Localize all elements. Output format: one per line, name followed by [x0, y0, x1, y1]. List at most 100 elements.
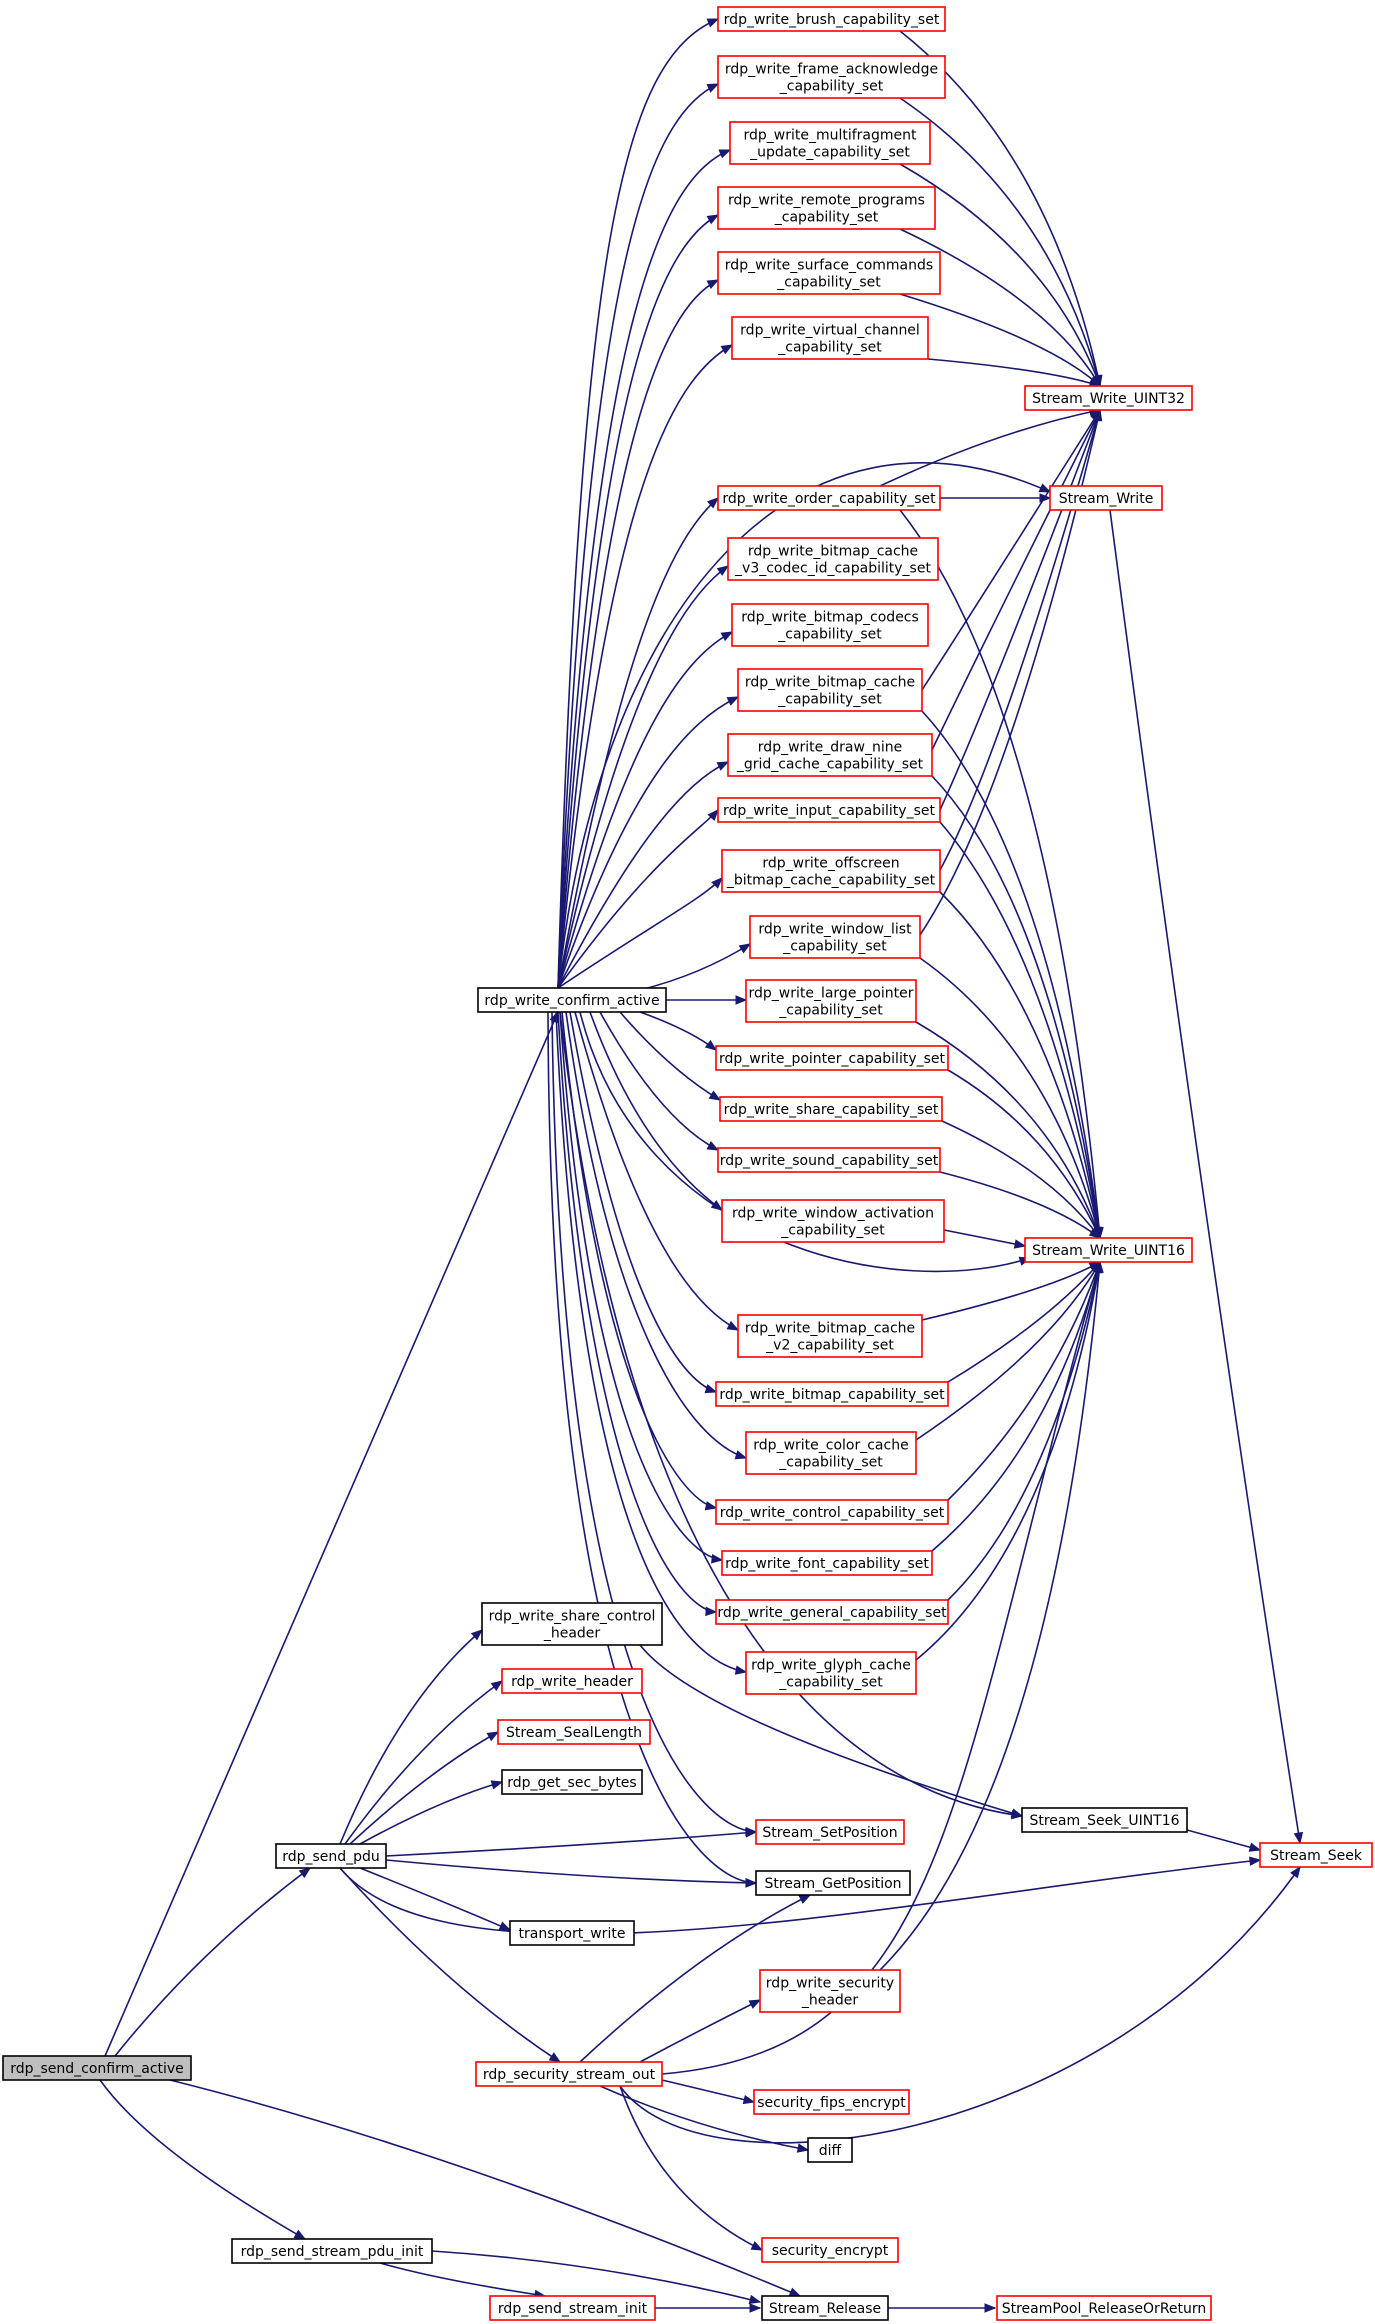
node-box[interactable] [719, 1096, 943, 1122]
node-box[interactable] [761, 2237, 899, 2263]
node-stream_pdu_init[interactable]: rdp_send_stream_pdu_init [231, 2238, 433, 2264]
node-sec_encrypt[interactable]: security_encrypt [761, 2237, 899, 2263]
node-box[interactable] [737, 668, 923, 712]
node-w_uint16[interactable]: Stream_Write_UINT16 [1024, 1237, 1193, 1263]
node-box[interactable] [721, 849, 941, 893]
node-font[interactable]: rdp_write_font_capability_set [721, 1550, 933, 1576]
node-remote_prog[interactable]: rdp_write_remote_programs_capability_set [717, 186, 936, 230]
node-box[interactable] [996, 2295, 1212, 2321]
node-box[interactable] [717, 186, 936, 230]
node-virtual_ch[interactable]: rdp_write_virtual_channel_capability_set [731, 316, 929, 360]
node-seek_uint16[interactable]: Stream_Seek_UINT16 [1021, 1807, 1188, 1833]
node-sound[interactable]: rdp_write_sound_capability_set [717, 1147, 941, 1173]
node-box[interactable] [721, 1199, 945, 1243]
node-frame_ack[interactable]: rdp_write_frame_acknowledge_capability_s… [717, 55, 946, 99]
node-control[interactable]: rdp_write_control_capability_set [715, 1499, 949, 1525]
node-box[interactable] [727, 733, 933, 777]
node-box[interactable] [1024, 385, 1193, 411]
node-root[interactable]: rdp_send_confirm_active [2, 2055, 192, 2081]
node-box[interactable] [745, 979, 917, 1023]
node-stream_release[interactable]: Stream_Release [761, 2295, 889, 2321]
node-bitmap[interactable]: rdp_write_bitmap_capability_set [715, 1381, 949, 1407]
node-bmp_v2[interactable]: rdp_write_bitmap_cache_v2_capability_set [737, 1314, 923, 1358]
node-glyph[interactable]: rdp_write_glyph_cache_capability_set [745, 1651, 917, 1695]
node-diff[interactable]: diff [807, 2137, 853, 2163]
node-sec_hdr[interactable]: rdp_write_security_header [759, 1969, 901, 2013]
node-general[interactable]: rdp_write_general_capability_set [715, 1599, 949, 1625]
node-send_stream_init[interactable]: rdp_send_stream_init [489, 2295, 656, 2321]
node-send_pdu[interactable]: rdp_send_pdu [275, 1843, 387, 1869]
node-nine_grid[interactable]: rdp_write_draw_nine_grid_cache_capabilit… [727, 733, 933, 777]
node-box[interactable] [717, 797, 941, 823]
node-box[interactable] [753, 2089, 910, 2115]
node-box[interactable] [729, 121, 931, 165]
node-order[interactable]: rdp_write_order_capability_set [717, 485, 941, 511]
node-box[interactable] [715, 1499, 949, 1525]
node-box[interactable] [275, 1843, 387, 1869]
node-box[interactable] [721, 1550, 933, 1576]
node-pool_release[interactable]: StreamPool_ReleaseOrReturn [996, 2295, 1212, 2321]
node-box[interactable] [727, 537, 939, 581]
node-box[interactable] [509, 1920, 635, 1946]
node-box[interactable] [737, 1314, 923, 1358]
node-box[interactable] [231, 2238, 433, 2264]
node-box[interactable] [715, 1045, 949, 1071]
node-box[interactable] [749, 915, 921, 959]
node-box[interactable] [501, 1769, 643, 1795]
node-bmp_v3[interactable]: rdp_write_bitmap_cache_v3_codec_id_capab… [727, 537, 939, 581]
node-fips[interactable]: security_fips_encrypt [753, 2089, 910, 2115]
node-multifrag[interactable]: rdp_write_multifragment_update_capabilit… [729, 121, 931, 165]
node-w_uint32[interactable]: Stream_Write_UINT32 [1024, 385, 1193, 411]
node-box[interactable] [731, 603, 929, 647]
node-box[interactable] [717, 55, 946, 99]
node-box[interactable] [717, 485, 941, 511]
node-box[interactable] [745, 1431, 917, 1475]
node-set_position[interactable]: Stream_SetPosition [755, 1819, 905, 1845]
node-share_ctrl_hdr[interactable]: rdp_write_share_control_header [481, 1602, 663, 1646]
node-box[interactable] [755, 1870, 911, 1896]
node-bmp_codecs[interactable]: rdp_write_bitmap_codecs_capability_set [731, 603, 929, 647]
node-box[interactable] [717, 251, 941, 295]
node-box[interactable] [745, 1651, 917, 1695]
node-pointer[interactable]: rdp_write_pointer_capability_set [715, 1045, 949, 1071]
node-seal_length[interactable]: Stream_SealLength [497, 1719, 651, 1745]
node-transport_write[interactable]: transport_write [509, 1920, 635, 1946]
node-get_position[interactable]: Stream_GetPosition [755, 1870, 911, 1896]
node-box[interactable] [715, 1599, 949, 1625]
node-surface[interactable]: rdp_write_surface_commands_capability_se… [717, 251, 941, 295]
node-box[interactable] [477, 987, 667, 1013]
node-box[interactable] [755, 1819, 905, 1845]
node-get_sec_bytes[interactable]: rdp_get_sec_bytes [501, 1769, 643, 1795]
node-box[interactable] [807, 2137, 853, 2163]
node-offscreen[interactable]: rdp_write_offscreen_bitmap_cache_capabil… [721, 849, 941, 893]
node-color[interactable]: rdp_write_color_cache_capability_set [745, 1431, 917, 1475]
node-sec_stream_out[interactable]: rdp_security_stream_out [475, 2061, 663, 2087]
node-brush[interactable]: rdp_write_brush_capability_set [717, 6, 946, 32]
node-box[interactable] [1049, 485, 1163, 511]
node-box[interactable] [481, 1602, 663, 1646]
node-box[interactable] [717, 6, 946, 32]
node-box[interactable] [717, 1147, 941, 1173]
node-box[interactable] [475, 2061, 663, 2087]
node-win_act[interactable]: rdp_write_window_activation_capability_s… [721, 1199, 945, 1243]
node-box[interactable] [761, 2295, 889, 2321]
node-input[interactable]: rdp_write_input_capability_set [717, 797, 941, 823]
node-box[interactable] [1021, 1807, 1188, 1833]
node-box[interactable] [501, 1668, 643, 1694]
node-seek[interactable]: Stream_Seek [1259, 1842, 1373, 1868]
node-box[interactable] [759, 1969, 901, 2013]
node-confirm[interactable]: rdp_write_confirm_active [477, 987, 667, 1013]
node-box[interactable] [715, 1381, 949, 1407]
node-box[interactable] [1259, 1842, 1373, 1868]
node-bmp_cache[interactable]: rdp_write_bitmap_cache_capability_set [737, 668, 923, 712]
node-window_list[interactable]: rdp_write_window_list_capability_set [749, 915, 921, 959]
node-box[interactable] [497, 1719, 651, 1745]
node-write_header[interactable]: rdp_write_header [501, 1668, 643, 1694]
node-box[interactable] [2, 2055, 192, 2081]
node-share[interactable]: rdp_write_share_capability_set [719, 1096, 943, 1122]
node-box[interactable] [731, 316, 929, 360]
node-box[interactable] [489, 2295, 656, 2321]
node-box[interactable] [1024, 1237, 1193, 1263]
node-large_ptr[interactable]: rdp_write_large_pointer_capability_set [745, 979, 917, 1023]
node-w_stream[interactable]: Stream_Write [1049, 485, 1163, 511]
